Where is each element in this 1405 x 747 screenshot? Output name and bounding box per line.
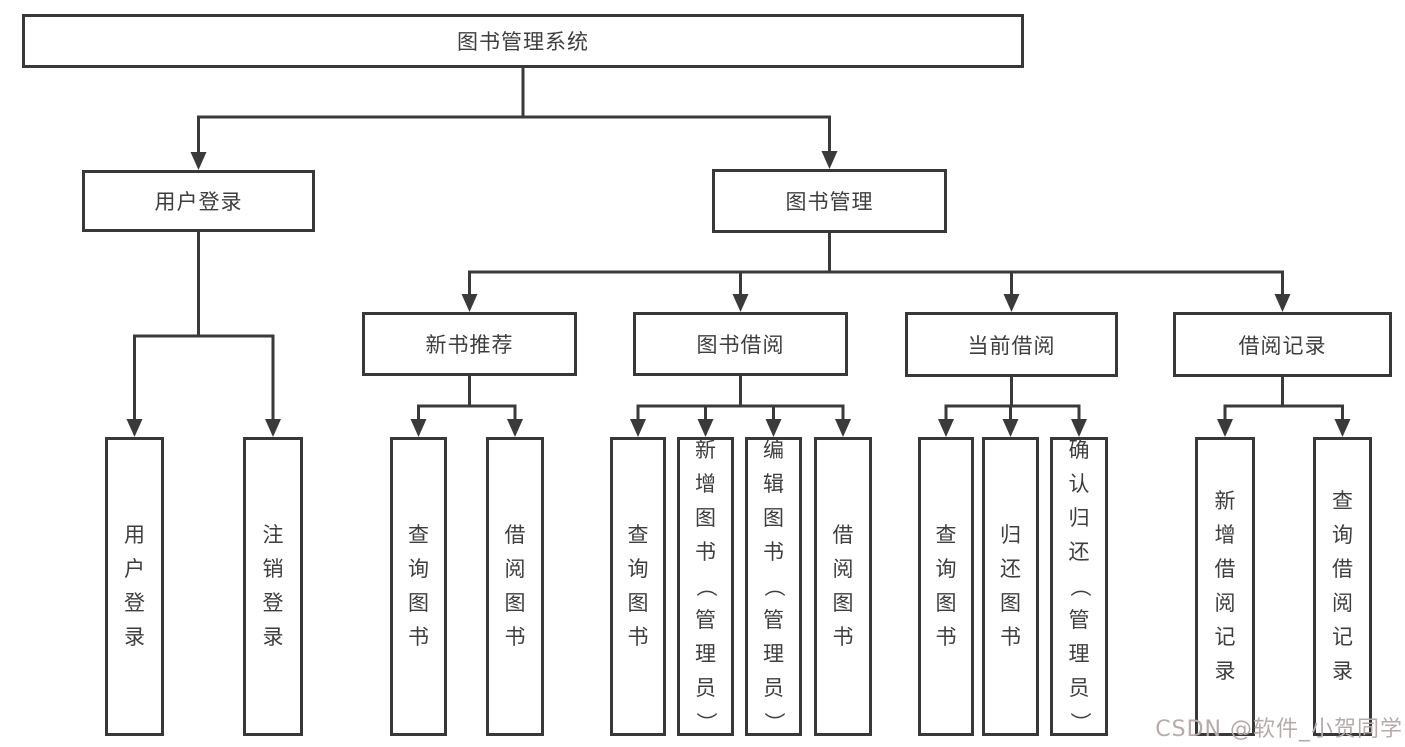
- leaf-edit-books-admin: 编辑图书（管理员）: [745, 437, 802, 736]
- node-current-borrow: 当前借阅: [905, 312, 1118, 377]
- leaf-add-books-admin-label: 新增图书（管理员）: [694, 438, 718, 734]
- node-new-book-recommend: 新书推荐: [362, 312, 577, 376]
- leaf-recommend-borrow-books: 借阅图书: [486, 437, 544, 736]
- csdn-watermark: CSDN @软件_小贺同学: [1155, 717, 1403, 742]
- leaf-query-borrow-record-label: 查询借阅记录: [1332, 489, 1353, 683]
- leaf-borrow-books: 借阅图书: [814, 437, 872, 736]
- node-book-management-label: 图书管理: [785, 190, 874, 214]
- leaf-user-login: 用户登录: [105, 437, 164, 736]
- leaf-recommend-query-books-label: 查询图书: [408, 523, 429, 649]
- leaf-return-books-label: 归还图书: [1000, 523, 1021, 649]
- leaf-return-books: 归还图书: [982, 437, 1039, 736]
- leaf-query-borrow-record: 查询借阅记录: [1313, 437, 1372, 736]
- node-book-borrow: 图书借阅: [633, 312, 848, 376]
- leaf-recommend-borrow-books-label: 借阅图书: [504, 523, 526, 649]
- leaf-current-query-books-label: 查询图书: [935, 523, 957, 649]
- leaf-edit-books-admin-label: 编辑图书（管理员）: [762, 438, 786, 734]
- node-book-borrow-label: 图书借阅: [696, 333, 785, 357]
- node-new-book-recommend-label: 新书推荐: [425, 333, 514, 357]
- leaf-add-books-admin: 新增图书（管理员）: [677, 437, 734, 736]
- leaf-add-borrow-record-label: 新增借阅记录: [1214, 489, 1236, 683]
- node-user-login-group: 用户登录: [82, 170, 315, 232]
- leaf-current-query-books: 查询图书: [918, 437, 974, 736]
- leaf-borrow-query-books-label: 查询图书: [627, 523, 649, 649]
- leaf-confirm-return-admin-label: 确认归还（管理员）: [1067, 438, 1092, 734]
- node-current-borrow-label: 当前借阅: [967, 333, 1056, 358]
- leaf-add-borrow-record: 新增借阅记录: [1195, 437, 1255, 736]
- leaf-borrow-books-label: 借阅图书: [832, 523, 854, 649]
- leaf-logout-label: 注销登录: [262, 523, 284, 649]
- node-root-system-label: 图书管理系统: [457, 30, 589, 54]
- node-root-system: 图书管理系统: [22, 14, 1024, 68]
- node-user-login-group-label: 用户登录: [154, 190, 243, 214]
- node-borrow-record: 借阅记录: [1173, 312, 1392, 377]
- leaf-recommend-query-books: 查询图书: [390, 437, 447, 736]
- node-borrow-record-label: 借阅记录: [1238, 333, 1327, 358]
- node-book-management: 图书管理: [712, 169, 947, 233]
- leaf-user-login-label: 用户登录: [124, 523, 145, 649]
- leaf-confirm-return-admin: 确认归还（管理员）: [1050, 437, 1108, 736]
- leaf-logout: 注销登录: [243, 437, 303, 736]
- leaf-borrow-query-books: 查询图书: [610, 437, 666, 736]
